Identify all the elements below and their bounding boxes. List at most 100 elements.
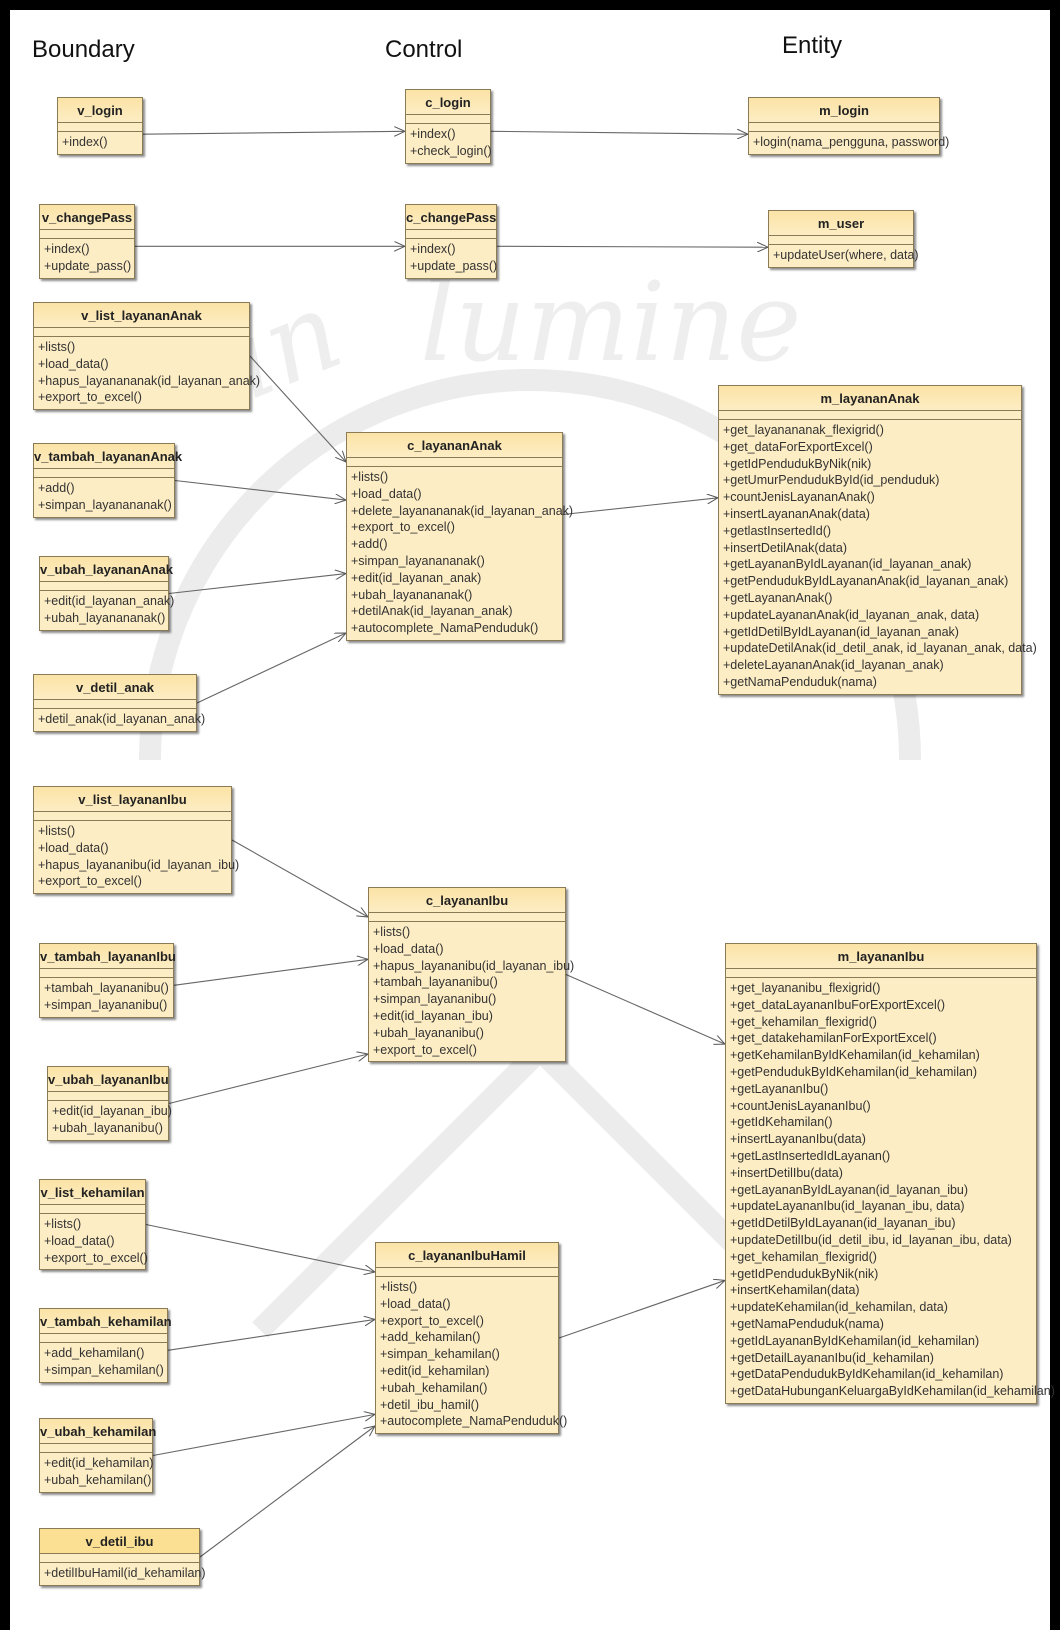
class-name: m_layananIbu <box>726 944 1036 969</box>
class-operation: +autocomplete_NamaPenduduk() <box>351 621 539 636</box>
operations-compartment: +updateUser(where, data) <box>769 245 919 267</box>
class-operation: +hapus_layananibu(id_layanan_ibu) <box>373 958 575 973</box>
operations-compartment: +tambah_layananibu() +simpan_layananibu() <box>40 978 173 1017</box>
operations-compartment: +detilIbuHamil(id_kehamilan) <box>40 1563 206 1585</box>
class-operation: +hapus_layanananak(id_layanan_anak) <box>38 373 261 388</box>
right-border <box>1050 10 1060 1630</box>
attribute-compartment <box>34 469 174 478</box>
attribute-compartment <box>726 969 1036 978</box>
class-name: v_ubah_kehamilan <box>40 1419 156 1444</box>
class-operation: +getIdKehamilan() <box>730 1115 833 1130</box>
class-operation: +index() <box>44 242 90 256</box>
class-operation: +export_to_excel() <box>38 390 142 405</box>
class-operation: +export_to_excel() <box>38 874 142 889</box>
class-operation: +updateLayananIbu(id_layanan_ibu, data) <box>730 1199 965 1214</box>
class-operation: +delete_layanananak(id_layanan_anak) <box>351 503 574 518</box>
class-operation: +simpan_kehamilan() <box>44 1362 164 1377</box>
association-v_ubah_kehamilan-to-c_layananibuhamil <box>152 1414 375 1457</box>
class-operation: +export_to_excel() <box>373 1042 477 1057</box>
class-operation: +ubah_kehamilan() <box>44 1472 152 1487</box>
class-box-v-tambah-layananibu: v_tambah_layananIbu+tambah_layananibu()+… <box>39 943 176 1018</box>
operations-compartment: +lists()+load_data()+export_to_excel()+a… <box>376 1277 567 1433</box>
attribute-compartment <box>40 1205 145 1214</box>
attribute-compartment <box>34 812 231 821</box>
class-operation: +edit(id_kehamilan) <box>44 1456 154 1470</box>
attribute-compartment <box>40 230 134 239</box>
class-operation: +load_data() <box>38 356 109 371</box>
class-operation: +getPendudukByIdKehamilan(id_kehamilan) <box>730 1064 978 1079</box>
class-operation: +getNamaPenduduk(nama) <box>730 1316 884 1331</box>
class-box-c-changepass: c_changePass+index()+update_pass() <box>405 204 497 279</box>
class-box-m-layananibu: m_layananIbu+get_layananibu_flexigrid()+… <box>725 943 1055 1404</box>
class-operation: +add_kehamilan() <box>380 1330 481 1345</box>
class-operation: +tambah_layananibu() <box>44 981 169 995</box>
class-box-v-list-layanananak: v_list_layananAnak+lists()+load_data()+h… <box>33 302 261 411</box>
class-operation: +simpan_layananibu() <box>373 992 497 1007</box>
class-operation: +updateLayananAnak(id_layanan_anak, data… <box>723 607 980 622</box>
operations-compartment: +lists()+load_data()+hapus_layananibu(id… <box>369 922 575 1061</box>
class-operation: +get_kehamilan_flexigrid() <box>730 1014 877 1029</box>
class-name: v_detil_ibu <box>40 1529 199 1554</box>
class-operation: +check_login() <box>410 143 492 158</box>
class-name: m_user <box>769 211 913 236</box>
association-v_detil_ibu-to-c_layananibuhamil <box>199 1426 375 1558</box>
class-operation: +updateDetilAnak(id_detil_anak, id_layan… <box>723 641 1037 656</box>
class-name: v_tambah_kehamilan <box>40 1309 172 1334</box>
class-operation: +lists() <box>44 1217 82 1231</box>
operations-compartment: +edit(id_layanan_ibu)+ubah_layananibu() <box>48 1101 172 1140</box>
attribute-compartment <box>40 582 168 591</box>
association-v_tambah_layanananak-to-c_layanananak <box>174 479 346 501</box>
class-name: c_layananAnak <box>347 433 562 458</box>
class-name: m_login <box>749 98 939 123</box>
class-box-v-tambah-kehamilan: v_tambah_kehamilan +add_kehamilan() +simpa… <box>39 1308 172 1383</box>
class-operation: +getPendudukByIdLayananAnak(id_layanan_a… <box>723 574 1009 589</box>
class-operation: +export_to_excel() <box>351 520 455 535</box>
class-box-m-login: m_login+login(nama_pengguna, password) <box>748 97 949 155</box>
class-operation: +get_kehamilan_flexigrid() <box>730 1249 877 1264</box>
class-operation: +load_data() <box>38 840 109 855</box>
class-box-v-detil-anak: v_detil_anak+detil_anak(id_layanan_anak) <box>33 674 205 732</box>
attribute-compartment <box>40 1334 167 1343</box>
class-operation: +export_to_excel() <box>380 1313 484 1328</box>
attribute-compartment <box>347 458 562 467</box>
attribute-compartment <box>719 411 1021 420</box>
class-operation: +getIdPendudukByNik(nik) <box>730 1266 879 1281</box>
class-name: v_detil_anak <box>34 675 196 700</box>
class-operation: +getIdPendudukByNik(nik) <box>723 456 872 471</box>
left-border <box>0 10 10 1630</box>
svg-text:lumine: lumine <box>420 258 801 386</box>
class-operation: +getLayananAnak() <box>723 590 833 605</box>
class-operation: +updateKehamilan(id_kehamilan, data) <box>730 1300 948 1315</box>
column-heading-boundary: Boundary <box>32 36 135 63</box>
class-operation: +index() <box>410 127 456 141</box>
class-operation: +simpan_layananibu() <box>44 997 168 1012</box>
class-operation: +deleteLayananAnak(id_layanan_anak) <box>723 658 944 673</box>
class-operation: +lists() <box>380 1280 418 1294</box>
attribute-compartment <box>376 1268 558 1277</box>
attribute-compartment <box>40 1554 199 1563</box>
association-c_login-to-m_login <box>490 131 748 134</box>
class-operation: +getNamaPenduduk(nama) <box>723 674 877 689</box>
association-c_changepass-to-m_user <box>496 246 768 247</box>
association-v_detil_anak-to-c_layanananak <box>196 633 346 704</box>
class-operation: +getIdDetilByIdLayanan(id_layanan_anak) <box>723 624 959 639</box>
attribute-compartment <box>34 700 196 709</box>
class-box-v-tambah-layanananak: v_tambah_layananAnak+add()+simpan_layana… <box>33 443 182 518</box>
class-operation: +get_dataForExportExcel() <box>723 439 873 454</box>
class-box-v-list-layananibu: v_list_layananIbu+lists()+load_data()+ha… <box>33 786 239 895</box>
association-c_layananibu-to-m_layananibu <box>565 973 725 1045</box>
class-name: m_layananAnak <box>719 386 1021 411</box>
class-operation: +simpan_layanananak() <box>38 497 172 512</box>
operations-compartment: +edit(id_kehamilan) +ubah_kehamilan() <box>40 1453 154 1492</box>
operations-compartment: +lists()+load_data()+hapus_layananibu(id… <box>34 821 239 893</box>
column-heading-control: Control <box>385 36 463 63</box>
operations-compartment: +lists()+load_data()+export_to_excel() <box>40 1214 148 1269</box>
class-operation: +add_kehamilan() <box>44 1346 145 1360</box>
class-operation: +lists() <box>351 470 389 484</box>
attribute-compartment <box>40 1444 152 1453</box>
attribute-compartment <box>749 123 939 132</box>
class-operation: +get_layanananak_flexigrid() <box>723 423 884 437</box>
class-name: c_changePass <box>406 205 496 230</box>
class-operation: +load_data() <box>44 1233 115 1248</box>
